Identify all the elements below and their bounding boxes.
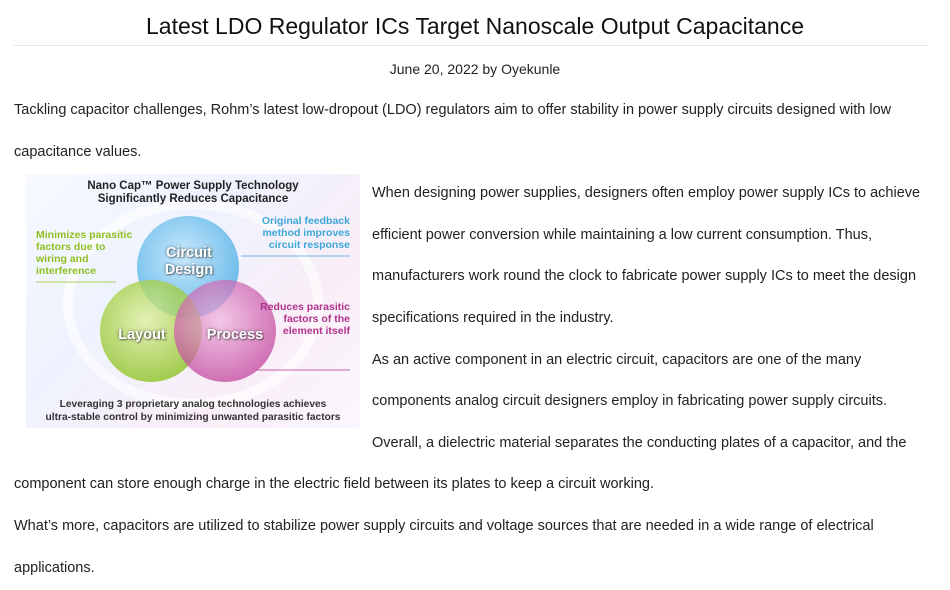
- layout-circle: [100, 280, 202, 383]
- figure-title-line2: Significantly Reduces Capacitance: [97, 193, 289, 206]
- article-title: Latest LDO Regulator ICs Target Nanoscal…: [146, 13, 804, 39]
- right-top-note: Original feedback method improves circui…: [261, 215, 350, 252]
- left-note: Minimizes parasitic factors due to wirin…: [36, 229, 133, 278]
- circuit-design-label: Circuit Design: [164, 245, 214, 279]
- title-divider: [14, 45, 928, 46]
- article-body: Tackling capacitor challenges, Rohm’s la…: [14, 90, 936, 589]
- figure-title-line1: Nano Cap™ Power Supply Technology: [87, 180, 299, 193]
- process-circle: [174, 280, 276, 383]
- figure-caption-line2: ultra-stable control by minimizing unwan…: [45, 412, 341, 424]
- right-bottom-note: Reduces parasitic factors of the element…: [260, 301, 350, 338]
- article-paragraph: Tackling capacitor challenges, Rohm’s la…: [14, 102, 892, 160]
- process-label: Process: [206, 327, 264, 344]
- venn-diagram: [36, 199, 350, 410]
- article-paragraph: As an active component in an electric ci…: [14, 351, 907, 493]
- article-paragraph: What’s more, capacitors are utilized to …: [14, 517, 874, 576]
- figure-caption-line1: Leveraging 3 proprietary analog technolo…: [59, 399, 327, 411]
- article-byline: June 20, 2022 by Oyekunle: [389, 61, 561, 77]
- layout-label: Layout: [118, 327, 166, 344]
- figure-title: Nano Cap™ Power Supply Technology Signif…: [26, 180, 360, 206]
- nano-cap-diagram-image: Nano Cap™ Power Supply Technology Signif…: [26, 174, 360, 429]
- article-paragraph: When designing power supplies, designers…: [372, 185, 921, 326]
- glow-ring: [63, 199, 323, 410]
- figure-caption: Leveraging 3 proprietary analog technolo…: [26, 398, 360, 424]
